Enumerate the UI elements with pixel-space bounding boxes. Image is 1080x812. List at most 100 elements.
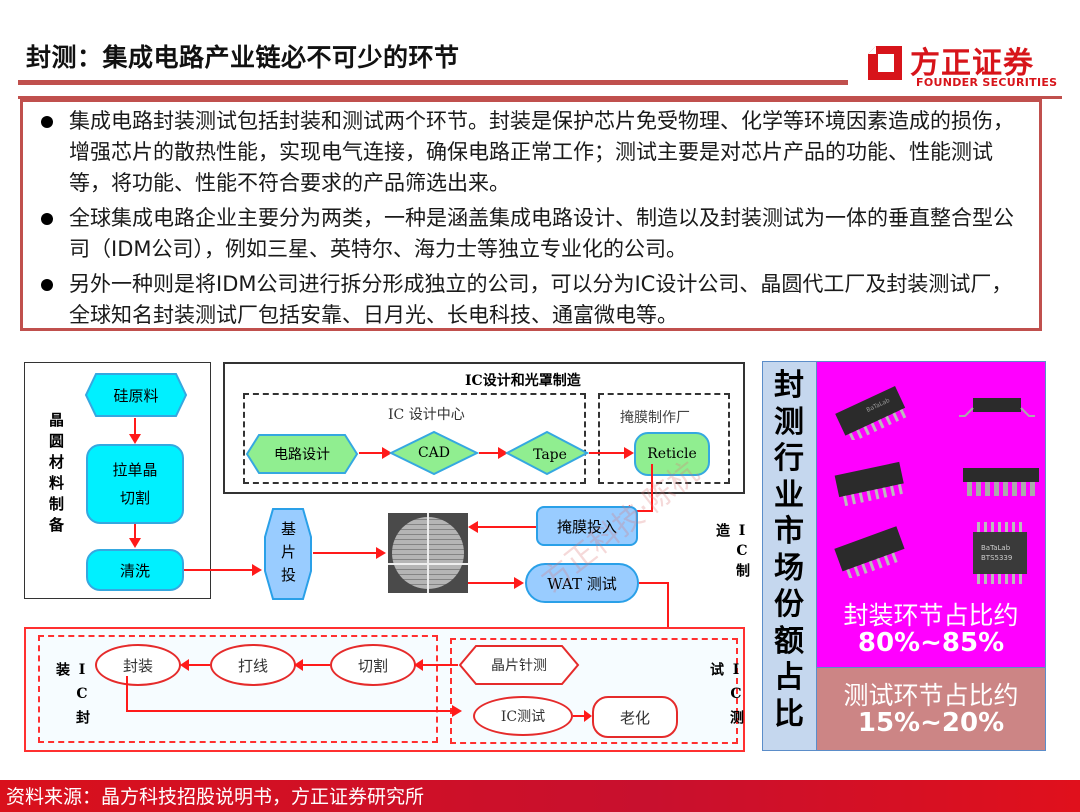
testing-share-cell: 测试环节占比约 15%~20% <box>817 668 1045 750</box>
arrow-head-icon <box>498 447 508 459</box>
arrow-line <box>126 710 456 712</box>
ic-testing-dashdot-box <box>450 638 738 744</box>
arrow-line <box>359 452 389 454</box>
title-underline <box>18 80 848 85</box>
bullet-item: 集成电路封装测试包括封装和测试两个环节。封装是保护芯片免受物理、化学等环境因素造… <box>37 106 1025 199</box>
chip-side-icon <box>959 398 1035 417</box>
arrow-line <box>126 676 128 712</box>
chip-tssop-icon <box>834 526 905 578</box>
wafer-image <box>388 513 468 593</box>
chip-soic-icon: BaTaLab <box>835 386 907 440</box>
arrow-line <box>184 664 210 666</box>
mask-factory-dashed-box <box>598 393 730 484</box>
arrow-line <box>573 715 587 717</box>
founder-securities-logo: 方正证券 FOUNDER SECURITIES <box>866 42 1057 92</box>
arrow-line <box>134 418 136 440</box>
tape-node <box>505 430 589 476</box>
summary-box: 集成电路封装测试包括封装和测试两个环节。封装是保护芯片免受物理、化学等环境因素造… <box>20 99 1042 331</box>
arrow-head-icon <box>584 710 592 722</box>
design-center-dashed-box <box>243 393 586 484</box>
arrow-head-icon <box>514 577 524 589</box>
wire-bonding-node: 打线 <box>210 644 296 686</box>
arrow-head-icon <box>129 538 141 548</box>
chip-top-view-icon: BaTaLab BTS5339 <box>973 522 1027 584</box>
arrow-line <box>134 524 136 542</box>
arrow-line <box>298 664 330 666</box>
arrow-head-icon <box>452 705 462 717</box>
bullet-dot-icon <box>41 116 53 128</box>
market-share-title-column: 封测行业市场份额占比 <box>763 362 817 750</box>
ic-manufacture-label: IC制造 <box>714 523 750 581</box>
arrow-line <box>479 452 505 454</box>
header-divider <box>18 96 1062 99</box>
silicon-material-node <box>84 373 188 417</box>
arrow-line <box>313 552 381 554</box>
testing-share-value: 15%~20% <box>857 708 1005 738</box>
burn-in-node: 老化 <box>592 696 678 738</box>
founder-logo-icon <box>868 46 902 80</box>
arrow-line <box>476 526 536 528</box>
arrow-head-icon <box>129 434 141 444</box>
bullet-dot-icon <box>41 279 53 291</box>
arrow-head-icon <box>624 447 634 459</box>
arrow-head-icon <box>468 521 478 533</box>
crystal-pull-cut-node: 拉单晶 切割 <box>86 444 184 524</box>
logo-chinese: 方正证券 <box>910 46 1034 81</box>
ic-process-flow-diagram: 晶圆材料制备 硅原料 拉单晶 切割 清洗 IC设计和光罩制造 IC 设计中心 掩… <box>24 362 750 752</box>
mask-factory-label: 掩膜制作厂 <box>620 410 690 426</box>
wafer-material-label: 晶圆材料制备 <box>47 412 65 538</box>
market-share-panel: 封测行业市场份额占比 BaTaLab <box>762 361 1046 751</box>
ic-test-node: IC测试 <box>473 696 573 736</box>
design-center-label: IC 设计中心 <box>388 407 465 423</box>
silicon-material-label: 硅原料 <box>113 386 159 405</box>
svg-text:BTS5339: BTS5339 <box>981 554 1012 562</box>
arrow-head-icon <box>376 547 386 559</box>
page-title: 封测：集成电路产业链必不可少的环节 <box>26 43 460 72</box>
arrow-head-icon <box>252 564 262 576</box>
source-note: 资料来源：晶方科技招股说明书，方正证券研究所 <box>6 786 425 808</box>
arrow-line <box>639 582 669 584</box>
circuit-design-label: 电路设计 <box>274 447 330 463</box>
ic-packaging-dashdot-box <box>38 635 438 743</box>
arrow-line <box>589 452 629 454</box>
packaging-node: 封装 <box>95 644 181 686</box>
cleaning-node: 清洗 <box>86 549 184 591</box>
packaging-share-cell: BaTaLab BaTaLab <box>817 362 1045 668</box>
arrow-line <box>418 664 458 666</box>
cad-node <box>389 430 479 476</box>
arrow-head-icon <box>180 659 189 671</box>
chip-dip-icon <box>963 468 1039 496</box>
wafer-probe-label: 晶片针测 <box>491 658 547 674</box>
reticle-node: Reticle <box>634 432 710 476</box>
chip-sop-icon <box>834 461 904 507</box>
arrow-line <box>184 569 254 571</box>
arrow-head-icon <box>414 659 423 671</box>
substrate-input-node <box>264 508 312 600</box>
svg-text:BaTaLab: BaTaLab <box>981 544 1011 552</box>
packaging-share-label: 封装环节占比约 <box>843 601 1019 630</box>
arrow-line <box>651 464 653 512</box>
market-share-title: 封测行业市场份额占比 <box>774 368 804 732</box>
logo-english: FOUNDER SECURITIES <box>916 76 1058 89</box>
testing-share-label: 测试环节占比约 <box>843 681 1019 710</box>
footer-bar: 资料来源：晶方科技招股说明书，方正证券研究所 <box>0 780 1080 812</box>
ic-design-title: IC设计和光罩制造 <box>465 373 581 389</box>
bullet-dot-icon <box>41 213 53 225</box>
ic-testing-label: IC测试 <box>708 662 744 732</box>
dicing-node: 切割 <box>330 644 416 686</box>
substrate-input-label: 基片投 <box>279 520 297 590</box>
arrow-line <box>468 582 518 584</box>
wafer-probe-node <box>458 645 580 685</box>
arrow-line <box>626 510 653 512</box>
cad-label: CAD <box>417 445 451 461</box>
ic-packaging-label: IC封装 <box>54 662 90 732</box>
packaging-share-value: 80%~85% <box>857 628 1005 658</box>
tape-label: Tape <box>533 447 567 463</box>
arrow-head-icon <box>294 659 303 671</box>
bullet-item: 全球集成电路企业主要分为两类，一种是涵盖集成电路设计、制造以及封装测试为一体的垂… <box>37 203 1025 265</box>
mask-input-node: 掩膜投入 <box>536 506 638 546</box>
wat-test-node: WAT 测试 <box>525 563 639 603</box>
bullet-item: 另外一种则是将IDM公司进行拆分形成独立的公司，可以分为IC设计公司、晶圆代工厂… <box>37 269 1025 331</box>
arrow-head-icon <box>382 447 392 459</box>
arrow-line <box>667 582 669 666</box>
